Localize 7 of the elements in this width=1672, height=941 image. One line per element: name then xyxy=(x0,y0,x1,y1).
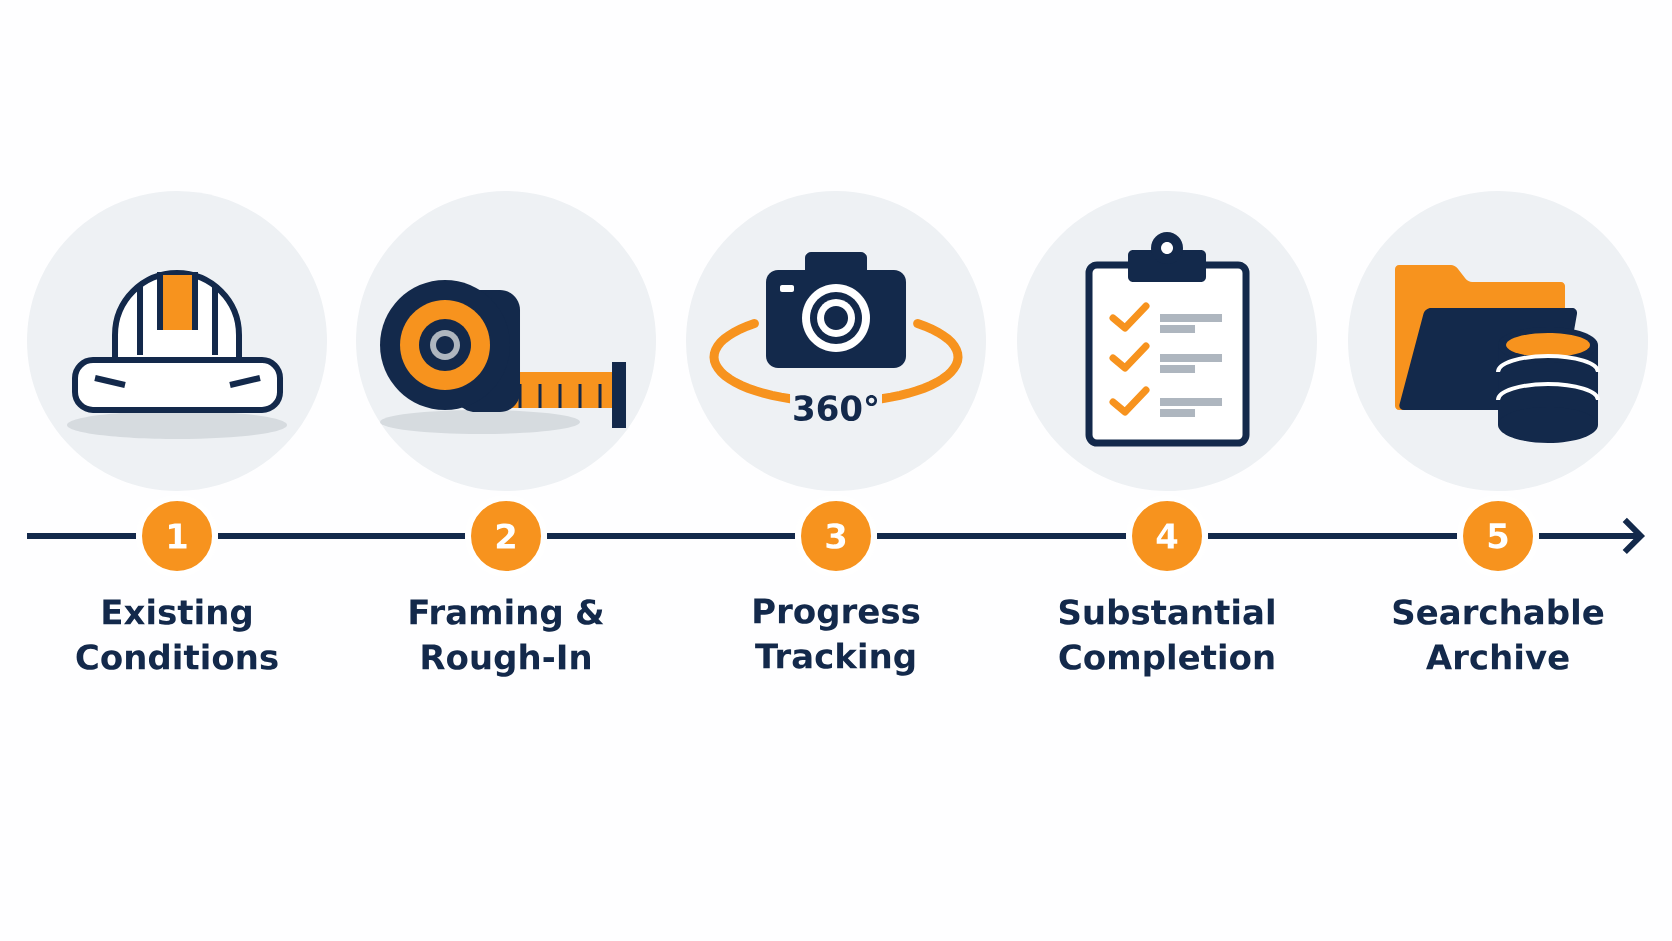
step-label: Progress Tracking xyxy=(754,598,920,676)
step-label: Substantial Completion xyxy=(1059,598,1274,677)
timeline-line xyxy=(1539,517,1645,555)
step-label: Framing & Rough-In xyxy=(410,598,604,677)
degree-label: 360° xyxy=(790,393,882,423)
step-label: Searchable Archive xyxy=(1393,598,1604,670)
step-label: Existing Conditions xyxy=(76,598,278,670)
